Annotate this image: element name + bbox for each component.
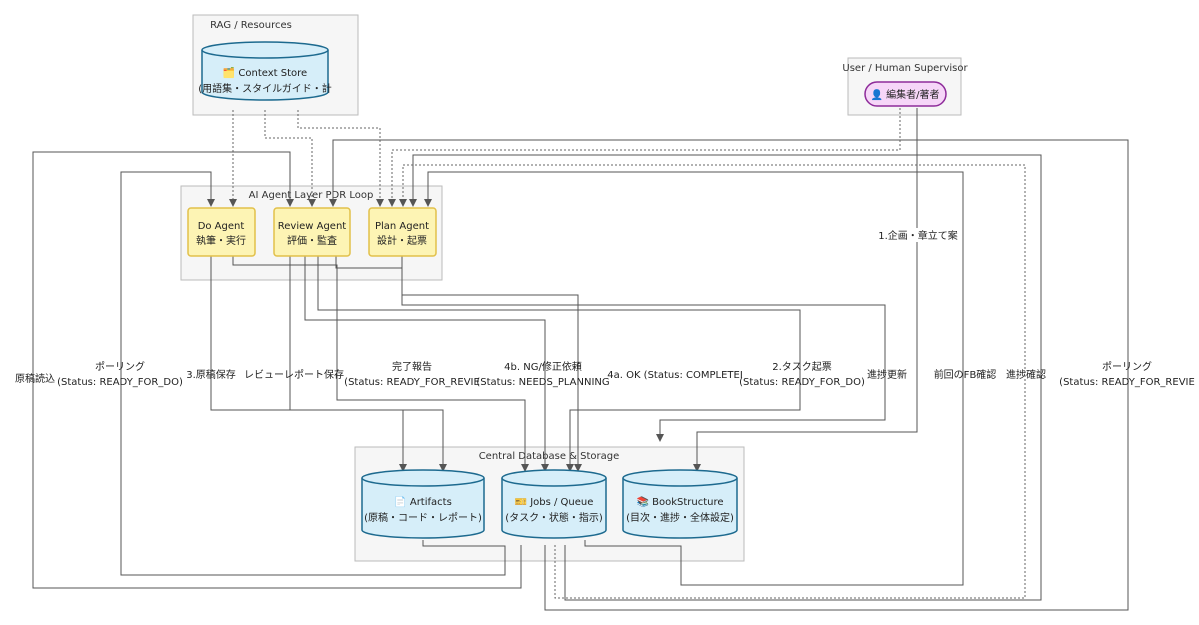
label-ticket-status: (Status: READY_FOR_DO) bbox=[739, 377, 865, 388]
context-store-desc: (用語集・スタイルガイド・計 bbox=[198, 82, 332, 95]
label-polling-left-status: (Status: READY_FOR_DO) bbox=[57, 377, 183, 388]
label-polling-right: ポーリング bbox=[1102, 360, 1152, 373]
do-agent-desc: 執筆・実行 bbox=[196, 234, 246, 247]
book-structure-desc: (目次・進捗・全体設定) bbox=[626, 511, 734, 524]
label-save-review: レビューレポート保存 bbox=[244, 368, 344, 381]
label-ng-status: (Status: NEEDS_PLANNING bbox=[476, 377, 609, 388]
book-structure-node: 📚 BookStructure (目次・進捗・全体設定) bbox=[622, 469, 738, 539]
artifacts-title: 📄 Artifacts bbox=[394, 495, 452, 508]
review-agent-title: Review Agent bbox=[278, 221, 347, 232]
label-manuscript-read: 原稿読込 bbox=[15, 372, 55, 385]
artifacts-node: 📄 Artifacts (原稿・コード・レポート) bbox=[361, 469, 485, 539]
plan-agent-node: Plan Agent 設計・起票 bbox=[368, 207, 437, 257]
label-polling-right-status: (Status: READY_FOR_REVIE bbox=[1059, 377, 1195, 388]
review-agent-node: Review Agent 評価・監査 bbox=[273, 207, 351, 257]
plan-agent-desc: 設計・起票 bbox=[377, 234, 427, 247]
context-store-node: 🗂️ Context Store (用語集・スタイルガイド・計 bbox=[198, 41, 332, 101]
book-structure-title: 📚 BookStructure bbox=[636, 496, 723, 508]
artifacts-desc: (原稿・コード・レポート) bbox=[364, 511, 482, 524]
plan-agent-title: Plan Agent bbox=[375, 221, 429, 232]
edge-labels: 原稿読込 ポーリング (Status: READY_FOR_DO) 3.原稿保存… bbox=[15, 228, 1195, 388]
jobs-queue-node: 🎫 Jobs / Queue (タスク・状態・指示) bbox=[501, 469, 607, 539]
label-progress-check: 進捗確認 bbox=[1006, 368, 1046, 381]
context-store-title: 🗂️ Context Store bbox=[223, 66, 307, 79]
group-ai-title: AI Agent Layer PDR Loop bbox=[249, 190, 374, 201]
edges bbox=[32, 108, 1129, 611]
group-rag-title: RAG / Resources bbox=[210, 20, 292, 31]
label-ok: 4a. OK (Status: COMPLETEI bbox=[607, 370, 743, 381]
jobs-queue-desc: (タスク・状態・指示) bbox=[505, 511, 603, 524]
label-plan-proposal: 1.企画・章立て案 bbox=[878, 229, 958, 242]
label-ticket: 2.タスク起票 bbox=[772, 361, 832, 373]
label-progress-update: 進捗更新 bbox=[867, 368, 907, 381]
do-agent-node: Do Agent 執筆・実行 bbox=[187, 207, 256, 257]
label-done-report: 完了報告 bbox=[392, 360, 432, 373]
label-ng-request: 4b. NG/修正依頼 bbox=[504, 360, 582, 373]
editor-label: 👤 編集者/著者 bbox=[871, 88, 940, 101]
jobs-queue-title: 🎫 Jobs / Queue bbox=[515, 497, 594, 508]
label-save-draft: 3.原稿保存 bbox=[186, 368, 236, 381]
group-db-title: Central Database & Storage bbox=[479, 451, 620, 462]
label-done-report-status: (Status: READY_FOR_REVIE bbox=[344, 377, 480, 388]
do-agent-title: Do Agent bbox=[198, 221, 245, 232]
review-agent-desc: 評価・監査 bbox=[287, 234, 337, 247]
label-prev-fb: 前回のFB確認 bbox=[934, 368, 997, 381]
group-user-title: User / Human Supervisor bbox=[842, 63, 968, 74]
editor-node: 👤 編集者/著者 bbox=[864, 81, 947, 107]
label-polling-left: ポーリング bbox=[95, 360, 145, 373]
